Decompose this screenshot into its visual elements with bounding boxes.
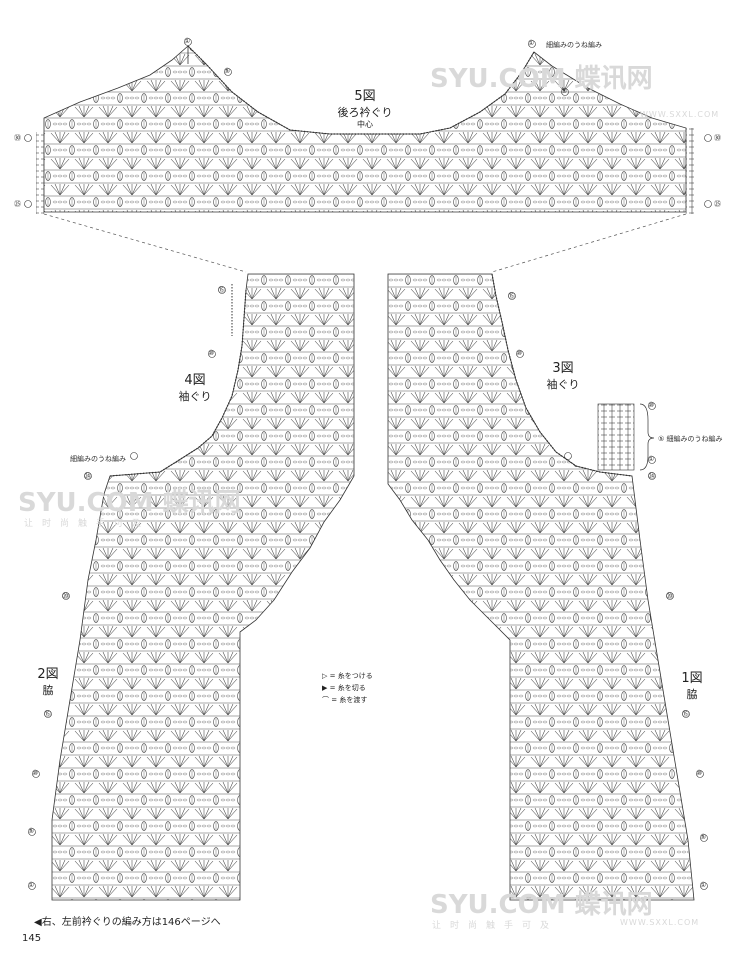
fig3-subtitle: 袖ぐり <box>546 377 580 391</box>
marker-lr-10: ⑩ <box>696 769 703 777</box>
watermark-url-bottom: WWW.SXXL.COM <box>620 918 700 927</box>
fig3-fig1-right-chart <box>387 273 695 901</box>
watermark-sub-bottom: 让时尚触手可及 <box>432 921 559 931</box>
annotation-top-right: 細編みのうね編み <box>546 41 602 49</box>
fig2-label: 2図 脇 <box>28 666 68 698</box>
fig3-title: 3図 <box>552 361 574 376</box>
marker-ml-24: ㉔ <box>84 472 91 480</box>
legend-row-attach: ▷ = 糸をつける <box>322 672 373 680</box>
marker-lr-5: ⑤ <box>700 833 707 841</box>
fig3-bracket <box>639 403 655 471</box>
footnote-text: ◀右、左前衿ぐりの編み方は146ページへ <box>34 917 221 928</box>
fig4-title: 4図 <box>184 373 206 388</box>
fig3-armhole-edge <box>491 273 633 477</box>
watermark-logo-top: SYU.COM 蝶讯网 <box>430 64 653 94</box>
watermark-logo-mid: SYU.COM 蝶讯网 <box>18 488 241 518</box>
stitch-legend: ▷ = 糸をつける ▶ = 糸を切る ⌒ = 糸を渡す <box>322 670 373 706</box>
marker-ll-1: ① <box>28 881 35 889</box>
fig5-back-neckline-chart <box>43 45 687 213</box>
fig1-label: 1図 脇 <box>672 670 712 702</box>
fig5-left-edge <box>36 132 44 214</box>
marker-ml-10: ⑩ <box>208 349 215 357</box>
watermark-logo-bottom: SYU.COM 蝶讯网 <box>430 890 653 920</box>
legend-carry-icon: ⌒ <box>322 696 329 704</box>
fig2-subtitle: 脇 <box>42 683 54 697</box>
marker-tl-5: ⑤ <box>224 67 231 75</box>
fig4-label: 4図 袖ぐり <box>170 372 220 404</box>
connector-right <box>491 213 687 273</box>
marker-ll-10: ⑩ <box>32 769 39 777</box>
marker-tr-25: ㉕ <box>714 200 721 208</box>
marker-tl-30: ㉚ <box>14 134 21 142</box>
marker-ml-15: ⑮ <box>218 286 225 294</box>
marker-ll-20: ⑳ <box>62 592 69 600</box>
marker-mr-15: ⑮ <box>508 292 515 300</box>
fig5-label: 5図 後ろ衿ぐり 中心 <box>330 88 400 131</box>
connector-left <box>43 213 247 273</box>
marker-tr-1: ① <box>528 39 535 47</box>
fig4-subtitle: 袖ぐり <box>178 389 212 403</box>
legend-row-cut: ▶ = 糸を切る <box>322 684 366 692</box>
fig1-subtitle: 脇 <box>686 687 698 701</box>
marker-tl-25: ㉕ <box>14 200 21 208</box>
fig5-right-edge <box>686 128 694 214</box>
marker-mr-10: ⑩ <box>516 349 523 357</box>
fig4-fig2-left-chart <box>51 273 355 901</box>
marker-lr-1: ① <box>700 881 707 889</box>
fig5-neck-edge <box>187 45 535 135</box>
watermark-url-top: WWW.SXXL.COM <box>640 110 720 119</box>
fig5-subtitle: 後ろ衿ぐり <box>337 105 393 119</box>
watermark-sub-mid: 让时尚触手可及 <box>24 519 151 529</box>
marker-mr-24: ㉔ <box>648 472 655 480</box>
marker-tl-1: ① <box>184 37 191 45</box>
fig5-title: 5図 <box>354 89 376 104</box>
fig3-sc-rib-block <box>597 403 635 471</box>
marker-ll-5: ⑤ <box>28 827 35 835</box>
marker-mr-b10: ⑩ <box>648 401 655 409</box>
marker-lr-15: ⑮ <box>682 710 689 718</box>
marker-ll-15: ⑮ <box>44 710 51 718</box>
fig3-label: 3図 袖ぐり <box>538 360 588 392</box>
annotation-left-armhole: 細編みのうね編み <box>70 455 126 463</box>
page-number: 145 <box>22 933 42 944</box>
annotation-right-bracket-text: 細編みのうね編み <box>666 435 723 443</box>
legend-row-carry: ⌒ = 糸を渡す <box>322 696 368 704</box>
fig5-center-label: 中心 <box>357 120 373 130</box>
fig1-title: 1図 <box>681 671 703 686</box>
row-markers <box>24 38 712 890</box>
annotation-right-bracket-num: ⑤ <box>658 435 665 443</box>
marker-mr-b1: ① <box>648 455 655 463</box>
annotation-right-bracket: ⑤ 細編みのうね編み <box>658 434 723 444</box>
marker-tr-30: ㉚ <box>714 134 721 142</box>
marker-lr-20: ⑳ <box>666 592 673 600</box>
legend-cut-icon: ▶ <box>322 684 328 692</box>
legend-attach-icon: ▷ <box>322 672 328 680</box>
fig2-title: 2図 <box>37 667 59 682</box>
marker-tr-5: ⑤ <box>561 87 568 95</box>
